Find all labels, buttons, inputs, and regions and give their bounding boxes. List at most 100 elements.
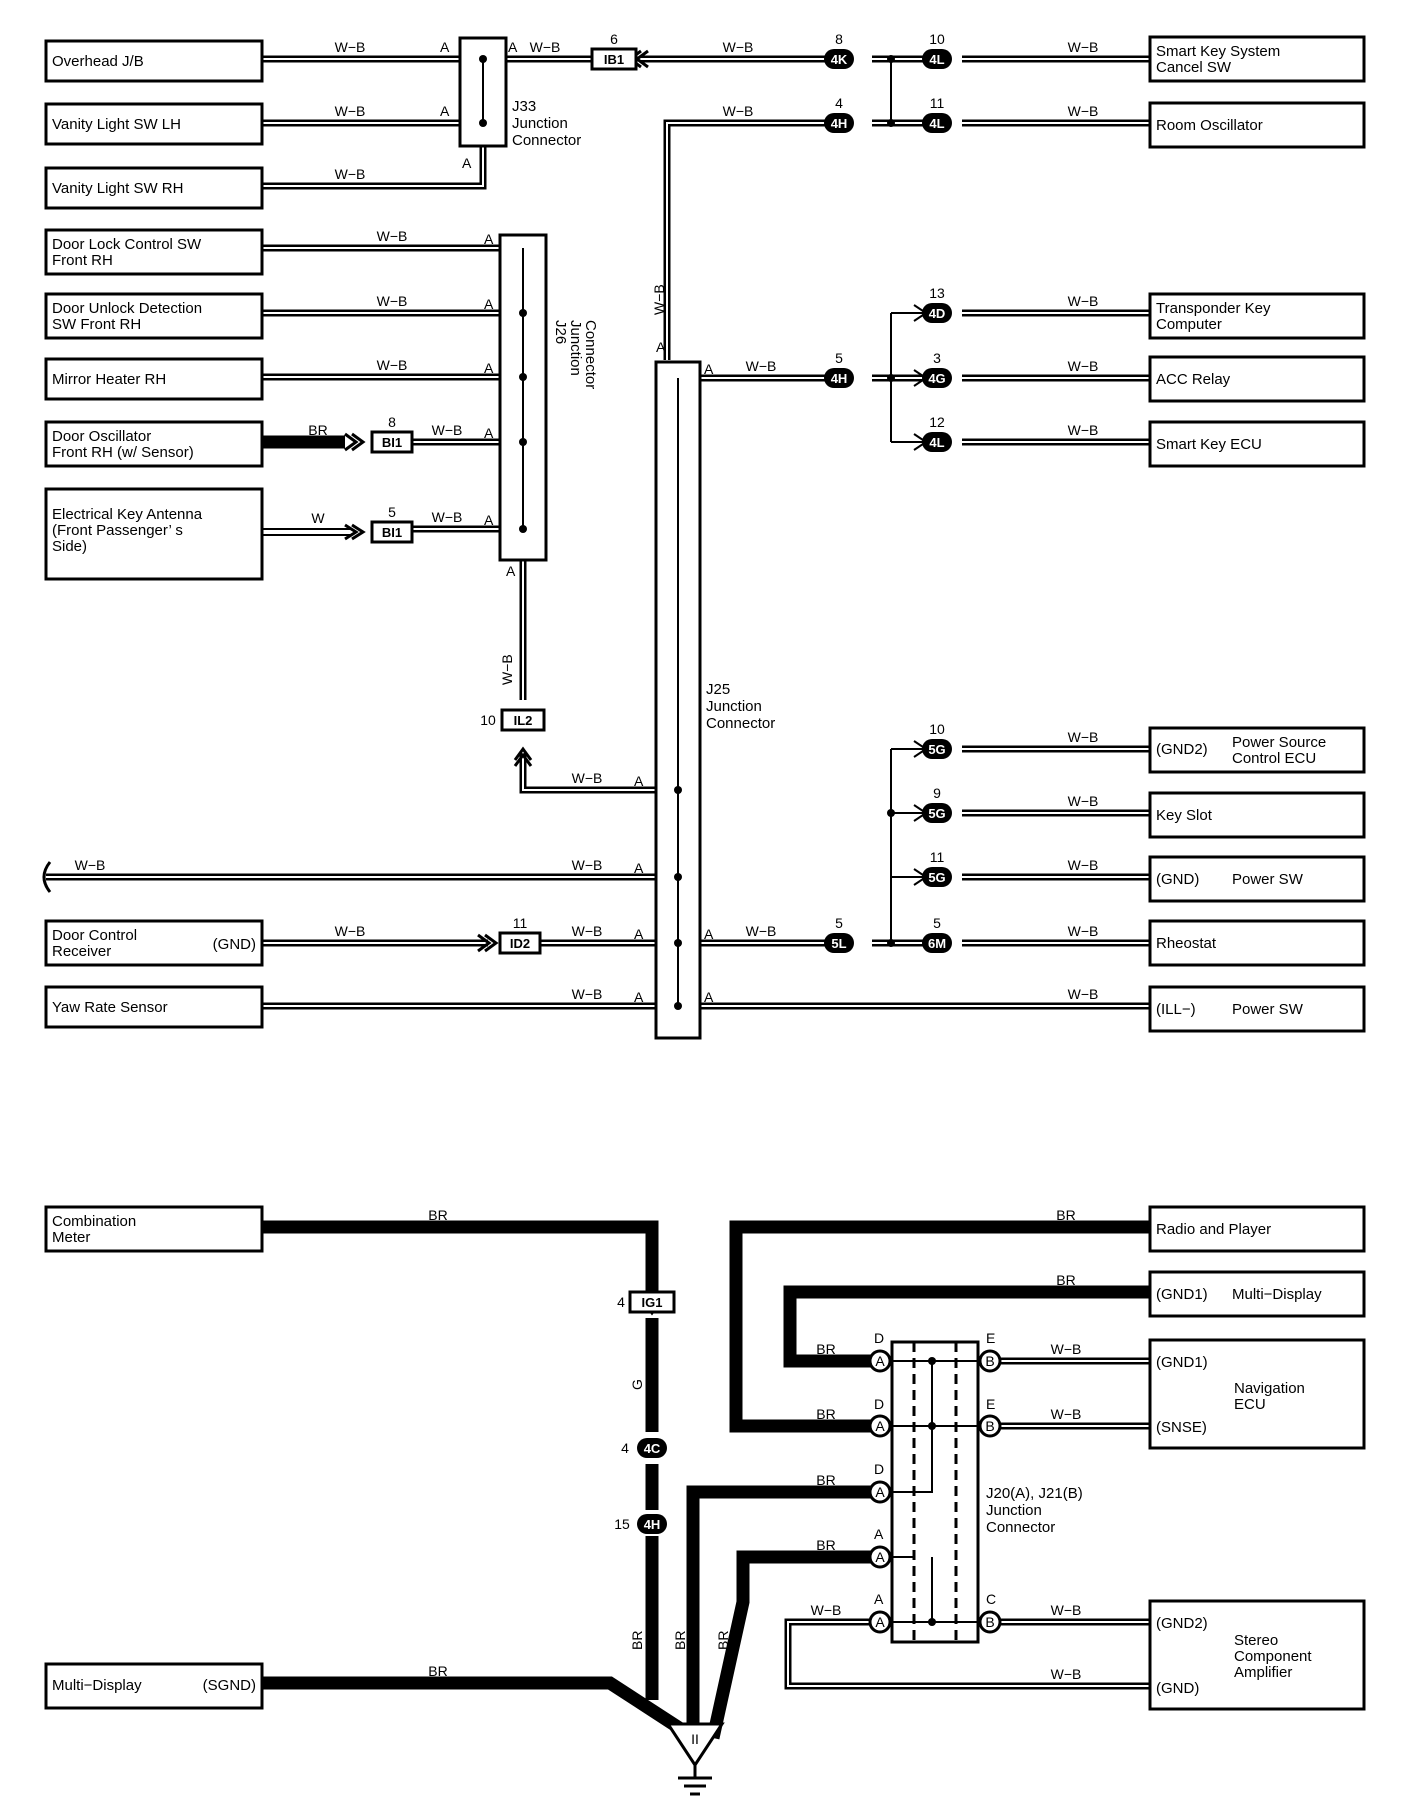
vanity-light-sw-lh: Vanity Light SW LH [52,116,181,133]
wires-bottom [262,1220,1150,1741]
svg-text:W−B: W−B [499,654,515,685]
svg-text:W−B: W−B [572,770,603,786]
svg-text:B: B [985,1418,994,1434]
svg-text:11: 11 [930,849,945,865]
navigation-ecu: Navigation [1234,1380,1305,1397]
oval-4h: 4H [644,1517,661,1532]
svg-text:BR: BR [428,1663,447,1679]
svg-text:A: A [875,1353,885,1369]
svg-text:A: A [656,339,666,355]
svg-text:A: A [704,989,714,1005]
svg-text:A: A [704,926,714,942]
bi1-code: BI1 [382,435,402,450]
svg-text:Front RH: Front RH [52,252,113,269]
svg-text:A: A [875,1549,885,1565]
svg-text:W−B: W−B [1068,39,1099,55]
power-sw-ill: Power SW [1232,1001,1304,1018]
svg-text:BR: BR [816,1537,835,1553]
svg-text:6M: 6M [928,936,946,951]
svg-text:D: D [874,1330,884,1346]
svg-text:W−B: W−B [746,923,777,939]
svg-text:BR: BR [428,1207,447,1223]
door-oscillator: Door Oscillator [52,428,151,445]
radio-and-player: Radio and Player [1156,1221,1271,1238]
ground-label: II [691,1731,699,1747]
ground-icon: II [665,1722,725,1796]
svg-text:5G: 5G [928,806,945,821]
wires-top [46,55,1150,1010]
junction-j26: J26 Junction Connector [498,233,599,562]
svg-text:Cancel SW: Cancel SW [1156,59,1232,76]
svg-text:BR: BR [715,1631,731,1650]
svg-text:W−B: W−B [1068,103,1099,119]
svg-text:Junction: Junction [512,115,568,132]
junction-j33: J33 Junction Connector [458,36,581,149]
door-lock-control-sw: Door Lock Control SW [52,236,202,253]
svg-text:W−B: W−B [377,293,408,309]
svg-text:W−B: W−B [723,39,754,55]
svg-text:A: A [875,1614,885,1630]
room-oscillator: Room Oscillator [1156,117,1263,134]
svg-text:A: A [634,860,644,876]
svg-text:Connector: Connector [582,320,599,389]
svg-text:W−B: W−B [1068,293,1099,309]
svg-text:BR: BR [308,422,327,438]
svg-text:A: A [704,361,714,377]
svg-text:4L: 4L [929,116,944,131]
svg-text:ECU: ECU [1234,1396,1266,1413]
components-right: Smart Key System Cancel SW Room Oscillat… [1148,35,1366,1033]
svg-text:Amplifier: Amplifier [1234,1664,1292,1681]
svg-text:5: 5 [933,915,941,931]
svg-text:A: A [440,39,450,55]
junction-j25: J25 Junction Connector [654,360,775,1040]
svg-text:Computer: Computer [1156,316,1222,333]
svg-text:W−B: W−B [1051,1602,1082,1618]
svg-text:Junction: Junction [706,698,762,715]
svg-text:(GND): (GND) [1156,1680,1199,1697]
svg-text:5: 5 [388,504,396,520]
rect-connectors-top: IB1 6 BI1 8 BI1 5 IL2 10 ID2 11 [370,31,638,955]
svg-text:W−B: W−B [530,39,561,55]
svg-text:BR: BR [816,1472,835,1488]
svg-text:13: 13 [929,285,945,301]
svg-text:9: 9 [933,785,941,801]
svg-text:A: A [440,103,450,119]
svg-text:A: A [484,231,494,247]
ig1-code: IG1 [642,1295,663,1310]
overhead-jb: Overhead J/B [52,53,144,70]
splice-dots [887,55,895,947]
svg-text:W−B: W−B [1068,793,1099,809]
svg-text:A: A [484,296,494,312]
svg-text:10: 10 [480,712,496,728]
junction-j20-j21: J20(A), J21(B) Junction Connector A A A … [868,1330,1083,1644]
yaw-rate-sensor: Yaw Rate Sensor [52,999,168,1016]
svg-text:W−B: W−B [1051,1341,1082,1357]
j33-label: J33 [512,98,536,115]
svg-text:W−B: W−B [335,166,366,182]
svg-text:BR: BR [1056,1207,1075,1223]
svg-text:Connector: Connector [986,1519,1055,1536]
svg-text:BR: BR [816,1406,835,1422]
fork-lines [890,59,928,943]
door-unlock-detection-sw: Door Unlock Detection [52,300,202,317]
svg-text:(Front Passenger’ s: (Front Passenger’ s [52,522,183,539]
acc-relay: ACC Relay [1156,371,1231,388]
svg-text:A: A [634,989,644,1005]
oval-4c: 4C [644,1441,661,1456]
svg-text:Connector: Connector [706,715,775,732]
svg-text:BR: BR [1056,1272,1075,1288]
svg-text:C: C [986,1591,996,1607]
j20-j21-label: J20(A), J21(B) [986,1485,1083,1502]
electrical-key-antenna: Electrical Key Antenna [52,506,203,523]
svg-text:5G: 5G [928,870,945,885]
multi-display-right: Multi−Display [1232,1286,1322,1303]
svg-text:W−B: W−B [651,284,667,315]
key-slot: Key Slot [1156,807,1213,824]
svg-text:BR: BR [629,1631,645,1650]
svg-text:A: A [484,512,494,528]
svg-text:BR: BR [672,1631,688,1650]
svg-text:Control ECU: Control ECU [1232,750,1316,767]
svg-text:8: 8 [835,31,843,47]
svg-text:W−B: W−B [1068,358,1099,374]
